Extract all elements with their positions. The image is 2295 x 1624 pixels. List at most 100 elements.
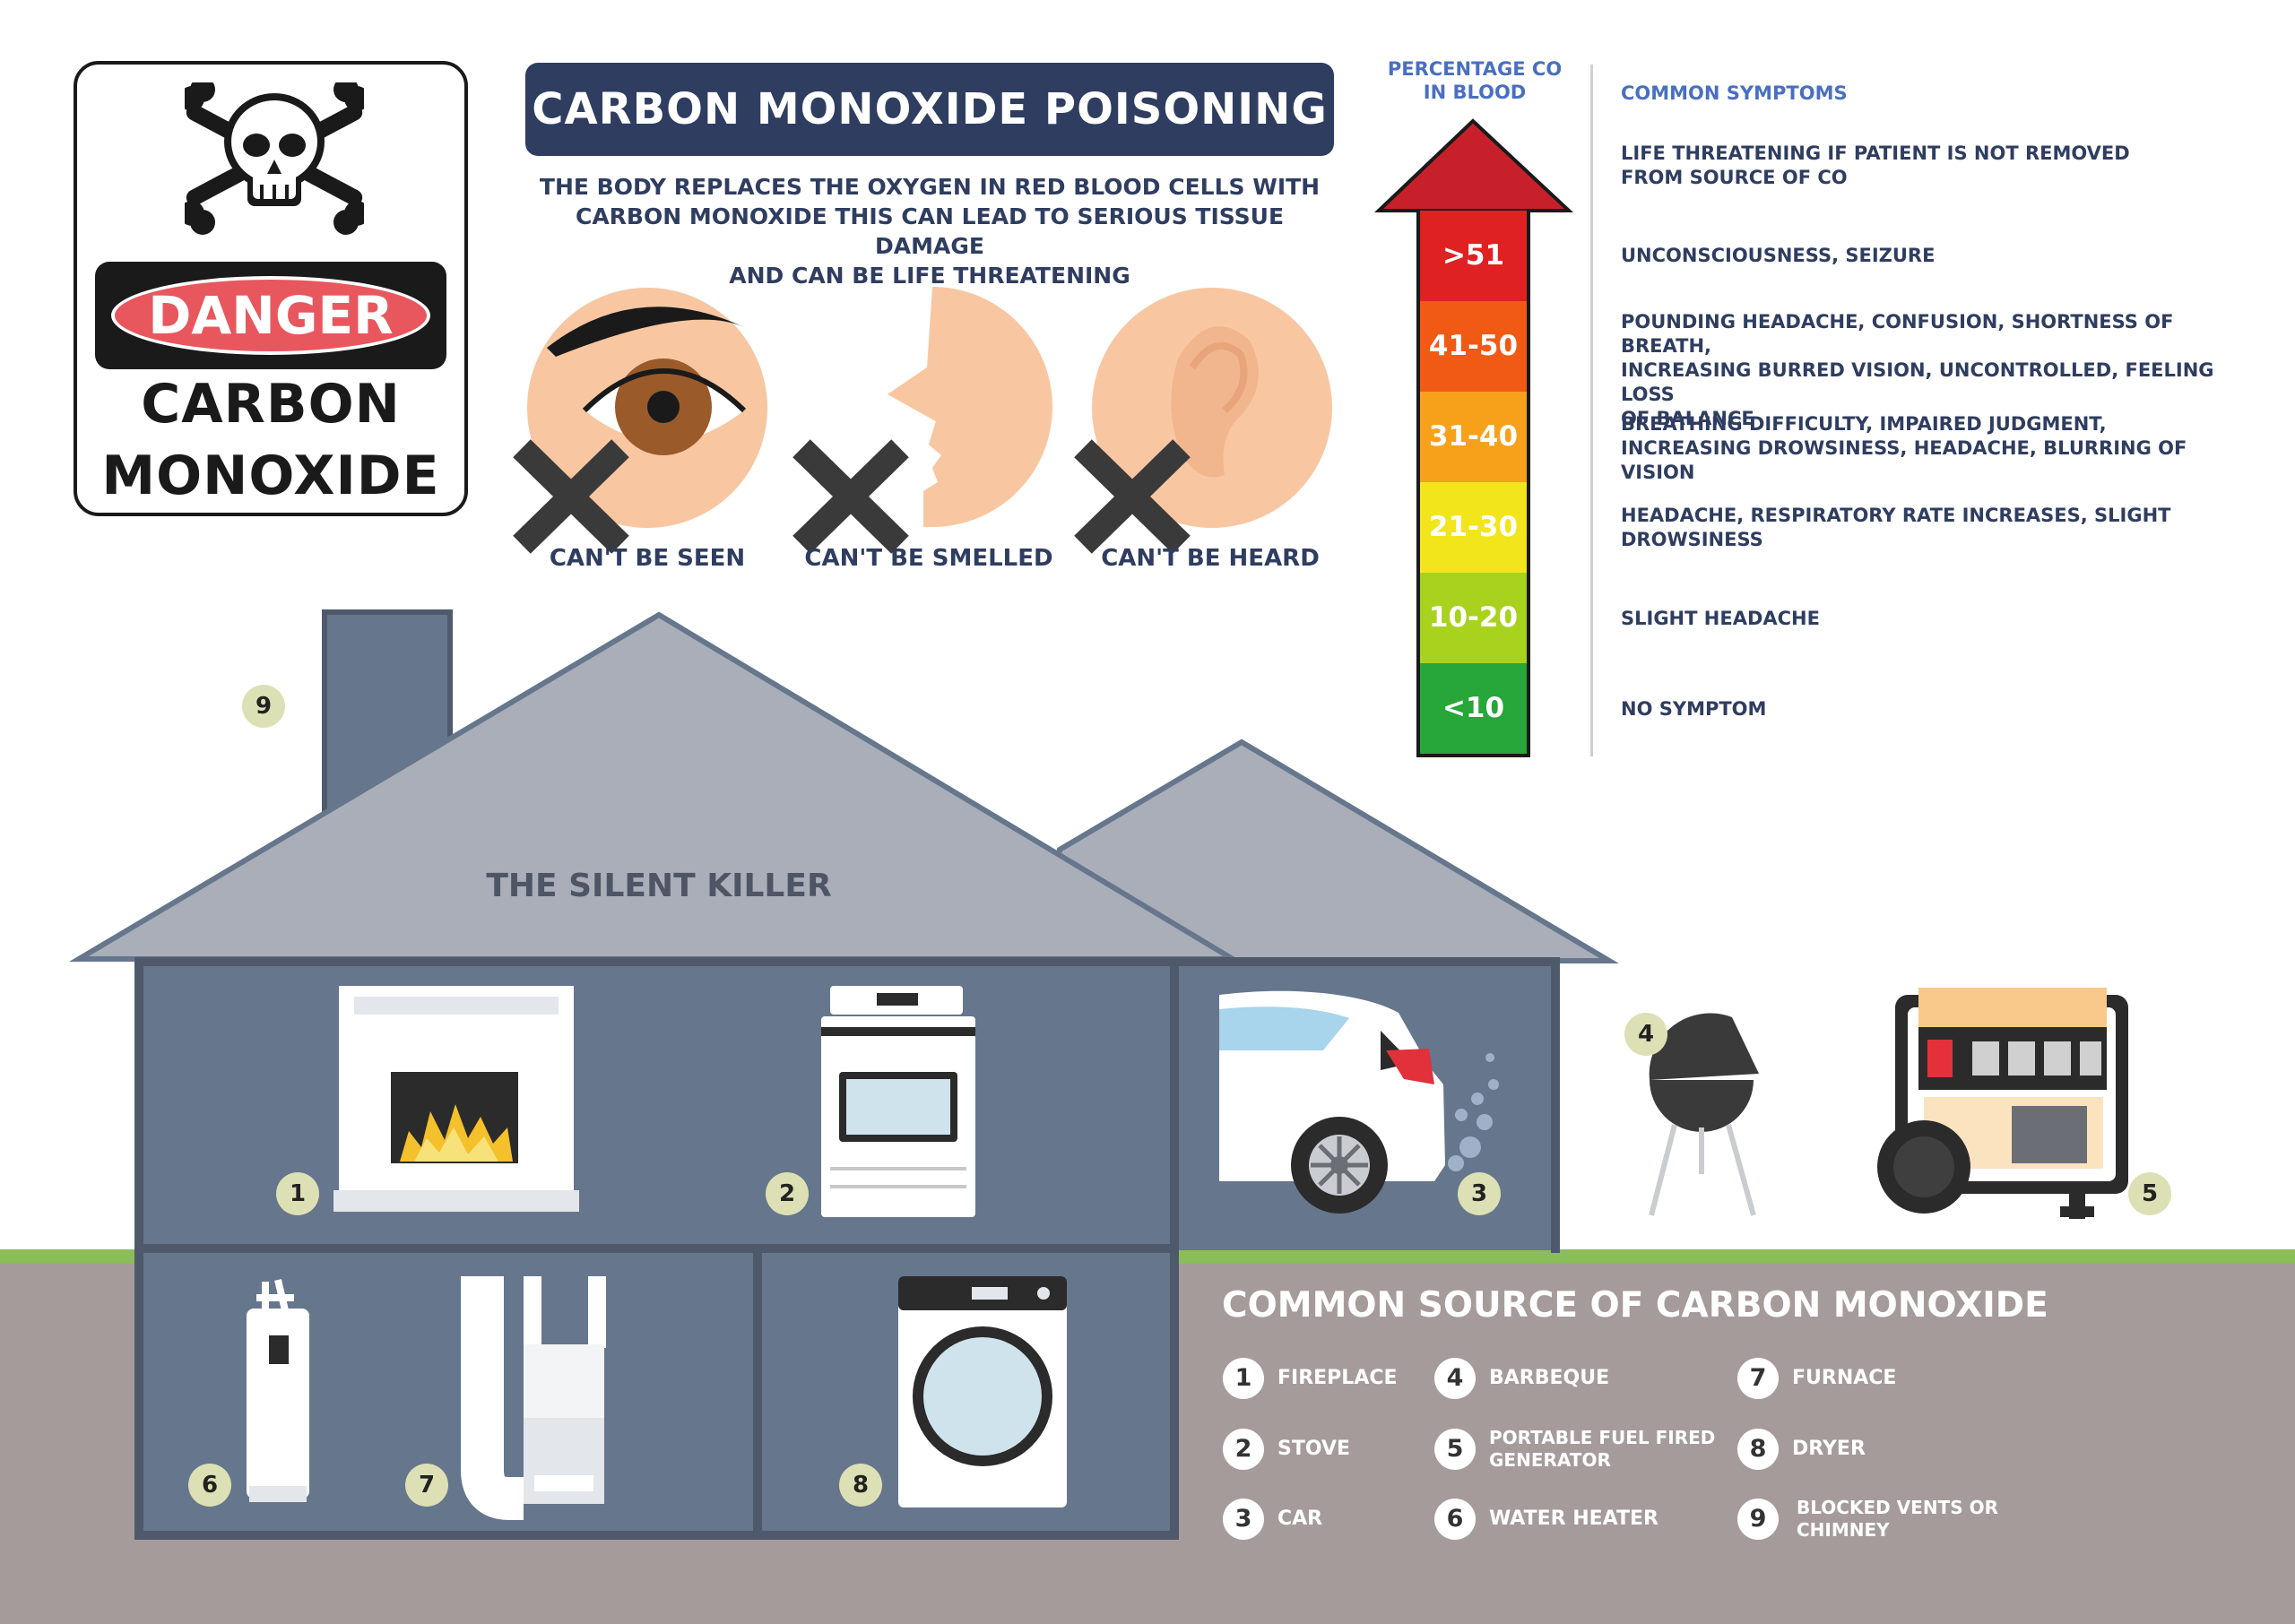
co-level-segment: <10 bbox=[1419, 663, 1528, 754]
legend-label: DRYER bbox=[1792, 1438, 1866, 1460]
dryer-icon bbox=[898, 1276, 1067, 1507]
legend-line: DRYER bbox=[1792, 1438, 1866, 1460]
symptom-line: FROM SOURCE OF CO bbox=[1621, 167, 1848, 188]
symptom-line: INCREASING BURRED VISION, UNCONTROLLED, … bbox=[1621, 359, 2214, 405]
symptom-item: POUNDING HEADACHE, CONFUSION, SHORTNESS … bbox=[1621, 310, 2239, 431]
co-heading-line: IN BLOOD bbox=[1423, 82, 1527, 103]
symptom-line: DROWSINESS bbox=[1621, 529, 1763, 550]
divider bbox=[1590, 65, 1593, 756]
legend-line: CAR bbox=[1277, 1507, 1323, 1530]
legend-label: FURNACE bbox=[1792, 1367, 1896, 1389]
sign-carbon: CARBON bbox=[141, 373, 401, 436]
symptom-line: UNCONSCIOUSNESS, SEIZURE bbox=[1621, 245, 1936, 266]
legend-label: PORTABLE FUEL FIRED GENERATOR bbox=[1489, 1427, 1715, 1472]
badge-generator: 5 bbox=[2128, 1172, 2171, 1215]
cant-be-smelled-label: CAN'T BE SMELLED bbox=[804, 545, 1053, 572]
fireplace-icon bbox=[333, 986, 579, 1212]
danger-label: DANGER bbox=[111, 276, 430, 355]
stove-icon bbox=[821, 986, 975, 1217]
legend-line: GENERATOR bbox=[1489, 1449, 1611, 1471]
legend-line: FIREPLACE bbox=[1277, 1367, 1398, 1389]
symptom-line: POUNDING HEADACHE, CONFUSION, SHORTNESS … bbox=[1621, 311, 2174, 357]
legend-label: STOVE bbox=[1277, 1438, 1350, 1460]
legend-line: STOVE bbox=[1277, 1438, 1351, 1460]
main-roof bbox=[69, 611, 1243, 962]
danger-banner: DANGER bbox=[95, 262, 446, 369]
legend-number: 3 bbox=[1223, 1499, 1264, 1540]
legend-label: BARBEQUE bbox=[1489, 1367, 1609, 1389]
skull-crossbones-icon bbox=[185, 82, 364, 235]
x-mark-smelled-icon bbox=[792, 439, 909, 554]
subtitle-line: AND CAN BE LIFE THREATENING bbox=[729, 263, 1130, 289]
subtitle-line: CARBON MONOXIDE THIS CAN LEAD TO SERIOUS… bbox=[575, 203, 1285, 259]
car-icon bbox=[1219, 990, 1499, 1214]
cant-be-heard-label: CAN'T BE HEARD bbox=[1101, 545, 1320, 572]
page-title: CARBON MONOXIDE POISONING bbox=[525, 63, 1334, 156]
co-scale-heading: PERCENTAGE CO IN BLOOD bbox=[1372, 57, 1578, 104]
legend-line: WATER HEATER bbox=[1489, 1507, 1658, 1530]
badge-chimney: 9 bbox=[242, 685, 285, 728]
co-level-segment: 31-40 bbox=[1419, 392, 1528, 482]
co-level-segment: 10-20 bbox=[1419, 573, 1528, 663]
legend-line: BLOCKED VENTS OR bbox=[1797, 1497, 1998, 1518]
symptom-item: NO SYMPTOM bbox=[1621, 697, 2239, 721]
symptom-item: SLIGHT HEADACHE bbox=[1621, 607, 2239, 631]
legend-line: BARBEQUE bbox=[1489, 1367, 1610, 1389]
badge-car: 3 bbox=[1458, 1172, 1501, 1215]
legend-title: COMMON SOURCE OF CARBON MONOXIDE bbox=[1222, 1285, 2048, 1326]
legend-label: WATER HEATER bbox=[1489, 1507, 1658, 1530]
x-mark-seen-icon bbox=[513, 439, 629, 554]
generator-icon bbox=[1877, 988, 2128, 1219]
nose-icon bbox=[888, 287, 1052, 528]
legend-line: PORTABLE FUEL FIRED bbox=[1489, 1427, 1716, 1448]
legend-number: 1 bbox=[1223, 1358, 1264, 1399]
symptom-line: LIFE THREATENING IF PATIENT IS NOT REMOV… bbox=[1621, 143, 2130, 164]
legend-line: CHIMNEY bbox=[1797, 1519, 1890, 1541]
symptom-item: LIFE THREATENING IF PATIENT IS NOT REMOV… bbox=[1621, 142, 2239, 190]
symptom-line: OF BALANCE bbox=[1621, 408, 1754, 429]
water-heater-icon bbox=[247, 1279, 309, 1502]
co-level-segment: >51 bbox=[1419, 211, 1528, 301]
co-level-segment: 21-30 bbox=[1419, 482, 1528, 573]
co-arrow-head bbox=[1374, 118, 1574, 212]
co-level-segment: 41-50 bbox=[1419, 301, 1528, 392]
symptom-line: SLIGHT HEADACHE bbox=[1621, 608, 1820, 629]
symptom-item: UNCONSCIOUSNESS, SEIZURE bbox=[1621, 244, 2239, 268]
x-mark-heard-icon bbox=[1074, 439, 1191, 554]
legend-number: 7 bbox=[1737, 1358, 1779, 1399]
subtitle: THE BODY REPLACES THE OXYGEN IN RED BLOO… bbox=[525, 172, 1334, 290]
legend-line: FURNACE bbox=[1792, 1367, 1897, 1389]
badge-stove: 2 bbox=[766, 1172, 809, 1215]
symptom-line: BREATHING DIFFICULTY, IMPAIRED JUDGMENT, bbox=[1621, 413, 2107, 435]
silent-killer-text: THE SILENT KILLER bbox=[486, 868, 832, 904]
symptoms-heading: COMMON SYMPTOMS bbox=[1621, 82, 1848, 104]
badge-barbeque: 4 bbox=[1624, 1013, 1667, 1056]
cant-be-seen-label: CAN'T BE SEEN bbox=[549, 545, 746, 572]
legend-label: CAR bbox=[1277, 1507, 1322, 1530]
furnace-icon bbox=[461, 1276, 606, 1520]
sign-monoxide: MONOXIDE bbox=[101, 445, 440, 507]
co-scale-frame bbox=[1416, 209, 1530, 757]
symptom-line: NO SYMPTOM bbox=[1621, 698, 1767, 720]
symptom-line: HEADACHE, RESPIRATORY RATE INCREASES, SL… bbox=[1621, 505, 2171, 526]
legend-number: 5 bbox=[1434, 1429, 1476, 1470]
symptom-item: BREATHING DIFFICULTY, IMPAIRED JUDGMENT,… bbox=[1621, 412, 2239, 485]
symptom-line: INCREASING DROWSINESS, HEADACHE, BLURRIN… bbox=[1621, 437, 2187, 483]
symptom-item: HEADACHE, RESPIRATORY RATE INCREASES, SL… bbox=[1621, 504, 2239, 552]
legend-label: FIREPLACE bbox=[1277, 1367, 1398, 1389]
legend-number: 6 bbox=[1434, 1499, 1476, 1540]
danger-sign: DANGER CARBON MONOXIDE bbox=[74, 61, 468, 516]
badge-fireplace: 1 bbox=[276, 1172, 319, 1215]
legend-number: 8 bbox=[1737, 1429, 1779, 1470]
badge-water-heater: 6 bbox=[188, 1464, 231, 1507]
legend-number: 2 bbox=[1223, 1429, 1264, 1470]
barbeque-icon bbox=[1649, 1013, 1759, 1216]
legend-number: 9 bbox=[1737, 1499, 1779, 1540]
legend-label: BLOCKED VENTS OR CHIMNEY bbox=[1797, 1497, 1998, 1542]
legend-number: 4 bbox=[1434, 1358, 1476, 1399]
badge-dryer: 8 bbox=[839, 1464, 882, 1507]
co-heading-line: PERCENTAGE CO bbox=[1387, 58, 1563, 80]
subtitle-line: THE BODY REPLACES THE OXYGEN IN RED BLOO… bbox=[539, 174, 1321, 200]
